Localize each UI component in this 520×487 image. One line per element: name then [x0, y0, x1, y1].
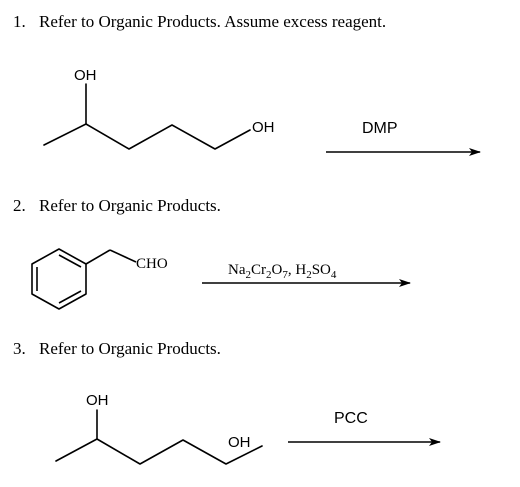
molecule-1-diol: [43, 83, 251, 150]
question-1-number: 1.: [13, 12, 26, 31]
question-2-text: Refer to Organic Products.: [39, 196, 221, 215]
benzene-double-bond-2: [58, 290, 82, 304]
benzyl-bond-1: [85, 249, 111, 265]
reaction-1-reagent: DMP: [362, 120, 398, 137]
molecule-2-cho-label: CHO: [136, 256, 168, 272]
molecule-1-oh-end: OH: [252, 119, 275, 136]
reaction-3-reagent: PCC: [334, 410, 368, 427]
benzyl-bond-2: [109, 249, 137, 263]
question-3: 3. Refer to Organic Products.: [13, 339, 221, 359]
molecule-3-diol: [55, 409, 263, 465]
molecule-3-carbon-chain: [55, 438, 263, 465]
question-1: 1. Refer to Organic Products. Assume exce…: [13, 12, 386, 32]
benzene-ring: [31, 248, 87, 310]
molecule-2-phenylacetaldehyde: [31, 248, 137, 310]
question-2-number: 2.: [13, 196, 26, 215]
molecule-3-oh-end: OH: [228, 434, 251, 451]
question-2: 2. Refer to Organic Products.: [13, 196, 221, 216]
molecule-1-carbon-chain: [43, 123, 251, 150]
question-3-text: Refer to Organic Products.: [39, 339, 221, 358]
question-3-number: 3.: [13, 339, 26, 358]
question-1-text: Refer to Organic Products. Assume excess…: [39, 12, 387, 31]
reaction-2-reagent: Na2Cr2O7, H2SO4: [228, 262, 337, 281]
benzene-double-bond-3: [58, 254, 82, 268]
molecule-1-oh-top: OH: [74, 67, 97, 84]
molecule-3-oh-top: OH: [86, 392, 109, 409]
